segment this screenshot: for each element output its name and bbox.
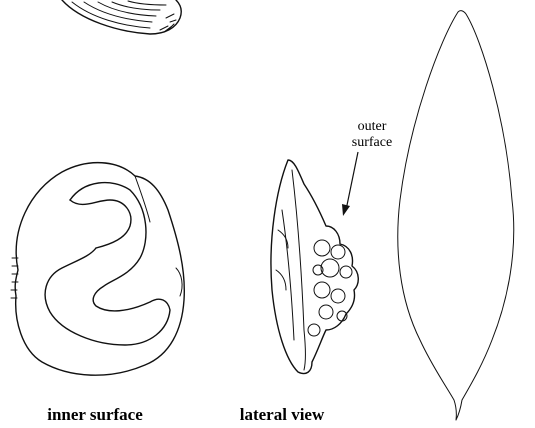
partial-striated-shell-drawing <box>62 0 181 34</box>
elongated-scale-outline-drawing <box>398 11 514 420</box>
inner-surface-drawing <box>11 163 184 376</box>
lateral-view-drawing <box>271 160 358 374</box>
lateral-view-label: lateral view <box>240 405 325 424</box>
outer-surface-label-line1: outer <box>358 119 387 134</box>
inner-surface-label: inner surface <box>47 405 143 424</box>
outer-surface-label-line2: surface <box>352 135 392 150</box>
outer-surface-arrow <box>342 152 358 216</box>
